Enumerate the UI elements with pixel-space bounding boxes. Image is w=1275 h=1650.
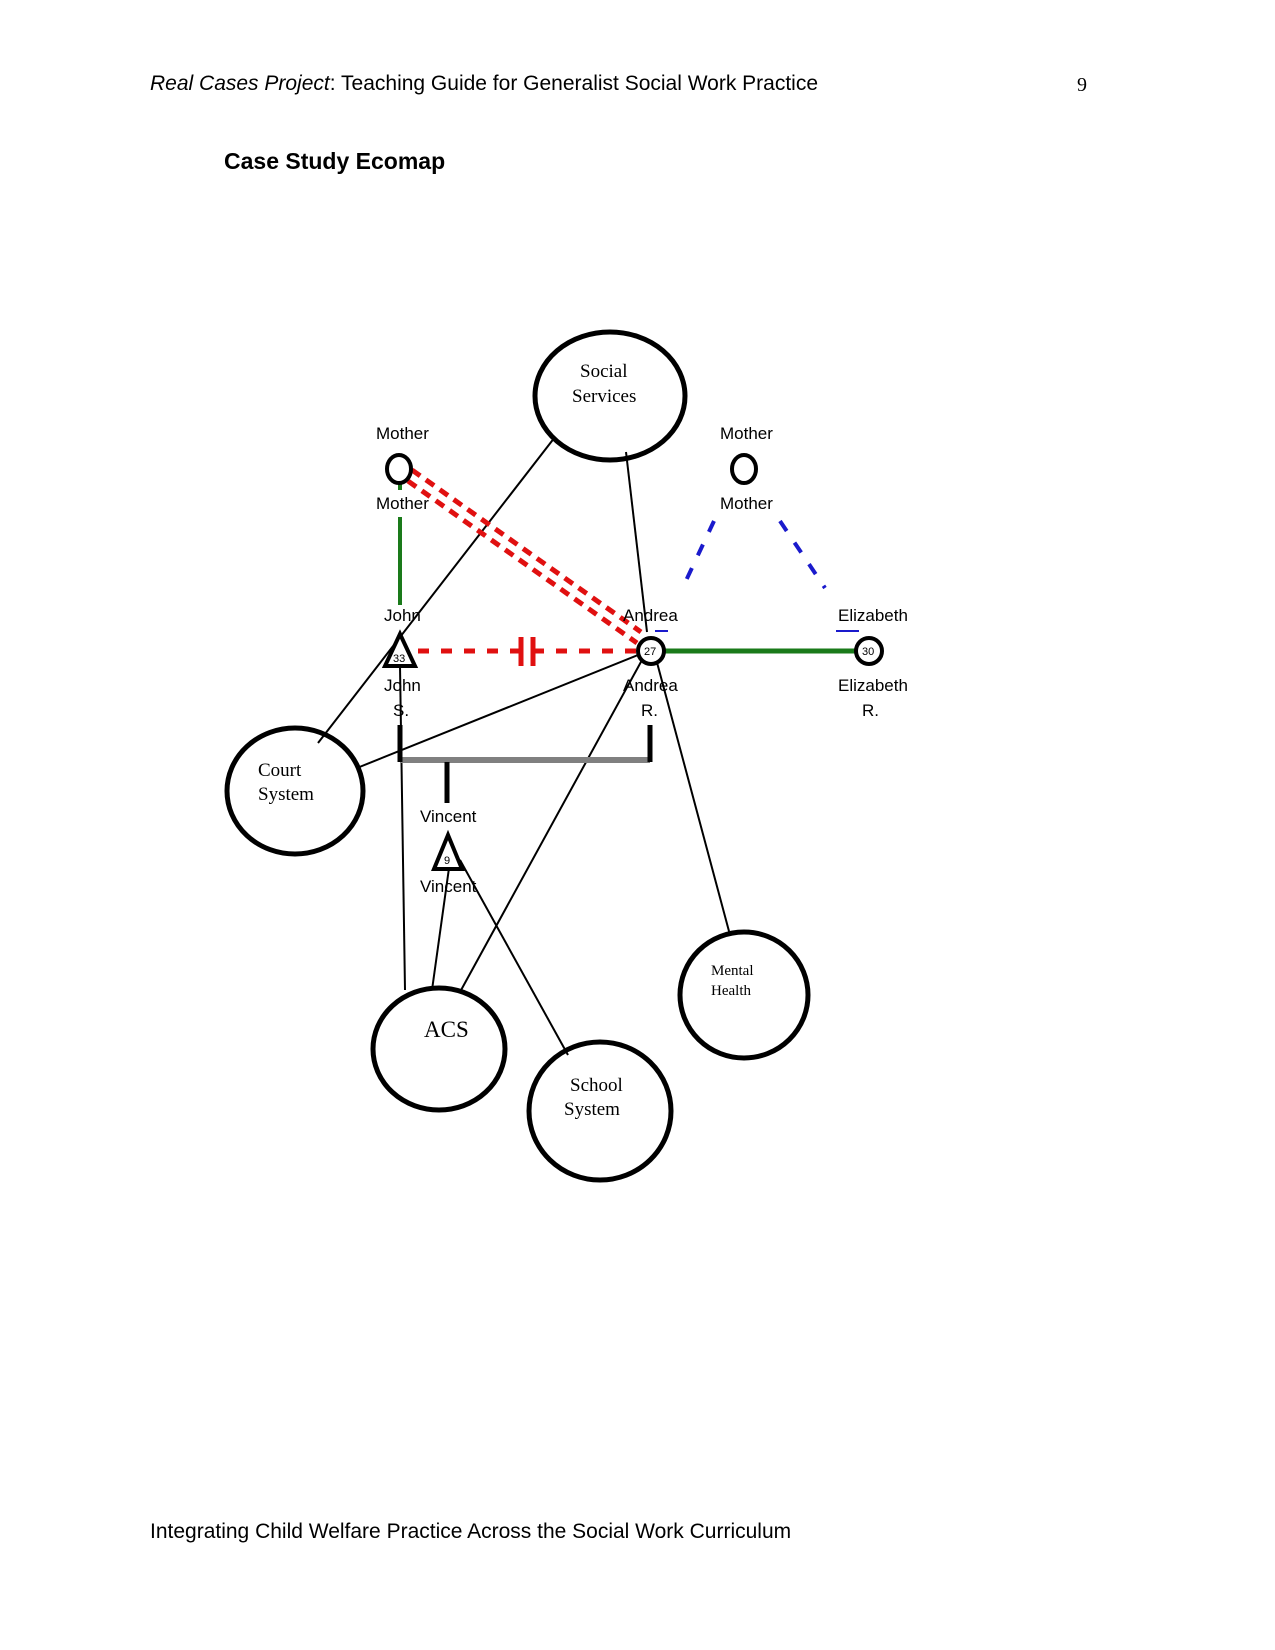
andrea-bottom-label: Andrea	[623, 676, 678, 695]
line-social-services-andrea	[625, 451, 648, 633]
vincent-top-label: Vincent	[420, 807, 477, 826]
john-surname-label: S.	[393, 701, 409, 720]
mother-left-top-label: Mother	[376, 424, 429, 443]
john-age: 33	[393, 653, 405, 665]
label-school-2: System	[564, 1099, 620, 1120]
tenuous-line-mother-elizabeth	[778, 519, 827, 590]
label-acs: ACS	[424, 1017, 469, 1042]
andrea-female-symbol	[636, 636, 666, 666]
mother-left-female-symbol	[385, 453, 413, 485]
mother-right-bottom-label: Mother	[720, 494, 773, 513]
mother-right-top-label: Mother	[720, 424, 773, 443]
header-italic-title: Real Cases Project	[150, 72, 330, 95]
system-acs-circle	[370, 985, 508, 1113]
label-mental-health-2: Health	[711, 983, 751, 999]
label-social-services-1: Social	[580, 361, 628, 382]
tenuous-line-mother-andrea	[681, 520, 716, 588]
header-subtitle: : Teaching Guide for Generalist Social W…	[329, 72, 819, 95]
page-footer: Integrating Child Welfare Practice Acros…	[150, 1520, 792, 1543]
elizabeth-surname-label: R.	[862, 701, 879, 720]
line-vincent-school	[459, 859, 569, 1056]
vincent-age: 9	[444, 855, 450, 867]
andrea-age: 27	[644, 646, 656, 658]
elizabeth-female-symbol	[854, 636, 884, 666]
john-top-label: John	[384, 606, 421, 625]
john-bottom-label: John	[384, 676, 421, 695]
label-court-1: Court	[258, 760, 302, 781]
page-title: Case Study Ecomap	[224, 148, 446, 174]
system-mental-health-circle	[677, 929, 811, 1061]
elizabeth-age: 30	[862, 646, 874, 658]
line-social-services-court	[317, 436, 556, 744]
system-connections	[317, 436, 731, 1056]
vincent-male-symbol	[431, 829, 465, 871]
andrea-surname-label: R.	[641, 701, 658, 720]
running-header: Real Cases Project: Teaching Guide for G…	[150, 72, 818, 96]
line-john-acs	[399, 665, 406, 991]
system-court-circle	[224, 725, 366, 857]
line-andrea-acs	[459, 659, 643, 993]
label-mental-health-1: Mental	[711, 963, 754, 979]
vincent-bottom-label: Vincent	[420, 877, 477, 896]
page-number: 9	[1077, 74, 1087, 96]
elizabeth-bottom-label: Elizabeth	[838, 676, 908, 695]
line-court-andrea	[356, 654, 639, 769]
system-school-circle	[526, 1039, 674, 1183]
mother-left-bottom-label: Mother	[376, 494, 429, 513]
label-court-2: System	[258, 784, 314, 805]
conflict-line-mother-andrea	[406, 467, 643, 646]
john-male-symbol	[381, 629, 419, 668]
line-andrea-mental-health	[654, 654, 731, 936]
elizabeth-top-label: Elizabeth	[838, 606, 908, 625]
label-social-services-2: Services	[572, 386, 636, 407]
line-vincent-acs	[431, 867, 450, 991]
system-social-services-circle	[532, 329, 688, 463]
mother-right-female-symbol	[730, 453, 758, 485]
andrea-top-label: Andrea	[623, 606, 678, 625]
label-school-1: School	[570, 1075, 623, 1096]
